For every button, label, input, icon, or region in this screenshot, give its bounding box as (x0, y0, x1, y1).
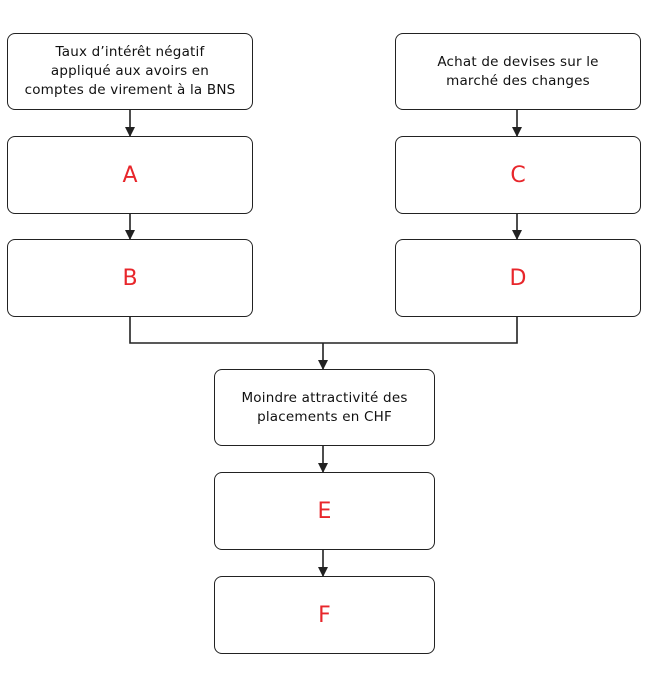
box-a: A (7, 136, 253, 214)
box-middle-label: Moindre attractivité des placements en C… (241, 389, 408, 425)
box-d: D (395, 239, 641, 317)
box-e: E (214, 472, 435, 550)
box-middle: Moindre attractivité des placements en C… (214, 369, 435, 446)
box-a-label: A (122, 162, 138, 188)
box-f-label: F (318, 602, 331, 628)
box-top-right-label: Achat de devises sur le marché des chang… (437, 53, 599, 89)
box-e-label: E (317, 498, 332, 524)
box-f: F (214, 576, 435, 654)
box-c: C (395, 136, 641, 214)
box-b-label: B (122, 265, 138, 291)
box-top-left: Taux d’intérêt négatif appliqué aux avoi… (7, 33, 253, 110)
box-d-label: D (509, 265, 527, 291)
box-c-label: C (510, 162, 526, 188)
box-top-right: Achat de devises sur le marché des chang… (395, 33, 641, 110)
box-top-left-label: Taux d’intérêt négatif appliqué aux avoi… (24, 44, 236, 98)
box-b: B (7, 239, 253, 317)
merge-connector (129, 317, 518, 344)
